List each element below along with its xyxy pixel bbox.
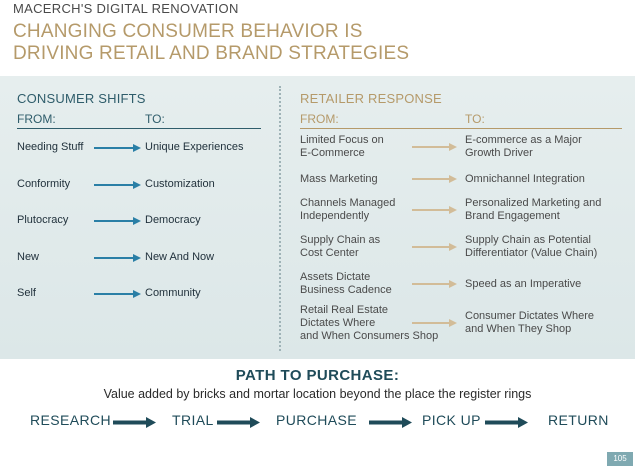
retailer-to-line: Personalized Marketing and xyxy=(465,197,602,209)
column-divider xyxy=(279,86,281,351)
retailer-from-label: FROM: xyxy=(300,112,339,126)
consumer-to-item: Unique Experiences xyxy=(145,141,244,153)
retailer-response-arrow-icon xyxy=(412,243,457,251)
path-to-purchase-subtitle: Value added by bricks and mortar locatio… xyxy=(103,387,532,401)
retailer-from-line: Independently xyxy=(300,210,370,222)
retailer-response-arrow-icon xyxy=(412,206,457,214)
retailer-to-line: Differentiator (Value Chain) xyxy=(465,247,598,259)
retailer-response-arrow-icon xyxy=(412,280,457,288)
retailer-to-line: Brand Engagement xyxy=(465,210,560,222)
consumer-shifts-heading: CONSUMER SHIFTS xyxy=(17,91,146,106)
path-step: PICK UP xyxy=(422,412,481,428)
retailer-response-heading: RETAILER RESPONSE xyxy=(300,91,442,106)
retailer-from-line: and When Consumers Shop xyxy=(300,329,439,342)
consumer-to-item: New And Now xyxy=(145,251,215,263)
consumer-shift-arrow-icon xyxy=(94,181,141,189)
consumer-shift-arrow-icon xyxy=(94,290,141,298)
title-line-1: CHANGING CONSUMER BEHAVIOR IS xyxy=(13,21,363,42)
consumer-from-item: New xyxy=(17,251,40,263)
retailer-from-item: Mass Marketing xyxy=(300,173,378,186)
path-to-purchase-title: PATH TO PURCHASE: xyxy=(235,367,400,384)
consumer-to-item: Customization xyxy=(145,178,215,190)
consumer-from-item: Plutocracy xyxy=(17,214,69,226)
retailer-from-line: Mass Marketing xyxy=(300,172,378,185)
consumer-from-item: Conformity xyxy=(17,178,71,190)
retailer-from-line: Retail Real Estate xyxy=(300,303,389,316)
retailer-to-line: Speed as an Imperative xyxy=(465,277,582,290)
path-step: RETURN xyxy=(548,412,609,428)
retailer-to-line: Growth Driver xyxy=(465,147,533,159)
page-number: 105 xyxy=(607,452,633,466)
title-line-2: DRIVING RETAIL AND BRAND STRATEGIES xyxy=(13,43,410,64)
retailer-from-line: Business Cadence xyxy=(300,284,392,296)
consumer-from-label: FROM: xyxy=(17,112,56,126)
consumer-shift-arrow-icon xyxy=(94,254,141,262)
path-to-purchase: PATH TO PURCHASE: Value added by bricks … xyxy=(0,359,635,468)
retailer-underline xyxy=(300,128,622,129)
consumer-to-item: Democracy xyxy=(145,214,201,226)
brand-label: MACERCH'S DIGITAL RENOVATION xyxy=(13,1,239,16)
retailer-to-line: and When They Shop xyxy=(465,323,572,335)
retailer-response-arrow-icon xyxy=(412,319,457,327)
retailer-from-line: Cost Center xyxy=(300,247,359,259)
consumer-to-item: Community xyxy=(145,287,201,299)
retailer-to-line: E-commerce as a Major xyxy=(465,134,582,146)
consumer-from-item: Self xyxy=(17,287,36,299)
content-panel: CONSUMER SHIFTS FROM: TO: Needing Stuff U… xyxy=(0,76,635,359)
retailer-response-arrow-icon xyxy=(412,175,457,183)
retailer-from-line: Assets Dictate xyxy=(300,271,371,283)
path-step-arrow-icon xyxy=(217,416,260,428)
retailer-from-line: Dictates Where xyxy=(300,316,376,329)
retailer-from-line: Channels Managed xyxy=(300,197,396,209)
retailer-to-item: Omnichannel Integration xyxy=(465,173,585,186)
path-step-arrow-icon xyxy=(369,416,412,428)
retailer-to-item: Speed as an Imperative xyxy=(465,278,581,291)
retailer-from-line: E-Commerce xyxy=(300,147,365,159)
path-step: TRIAL xyxy=(172,412,214,428)
retailer-to-line: Omnichannel Integration xyxy=(465,172,585,185)
consumer-underline xyxy=(17,128,261,129)
path-step-arrow-icon xyxy=(113,416,156,428)
retailer-to-label: TO: xyxy=(465,112,485,126)
consumer-shift-arrow-icon xyxy=(94,217,141,225)
path-step-arrow-icon xyxy=(485,416,528,428)
page-title: CHANGING CONSUMER BEHAVIOR IS DRIVING RE… xyxy=(13,21,409,65)
path-step: RESEARCH xyxy=(30,412,111,428)
path-step: PURCHASE xyxy=(276,412,357,428)
header: MACERCH'S DIGITAL RENOVATION CHANGING CO… xyxy=(0,0,635,76)
retailer-to-line: Consumer Dictates Where xyxy=(465,310,594,322)
retailer-from-line: Limited Focus on xyxy=(300,134,384,146)
retailer-response-arrow-icon xyxy=(412,143,457,151)
retailer-from-line: Supply Chain as xyxy=(300,234,381,246)
consumer-from-item: Needing Stuff xyxy=(17,141,84,153)
retailer-to-line: Supply Chain as Potential xyxy=(465,234,591,246)
consumer-to-label: TO: xyxy=(145,112,165,126)
consumer-shift-arrow-icon xyxy=(94,144,141,152)
